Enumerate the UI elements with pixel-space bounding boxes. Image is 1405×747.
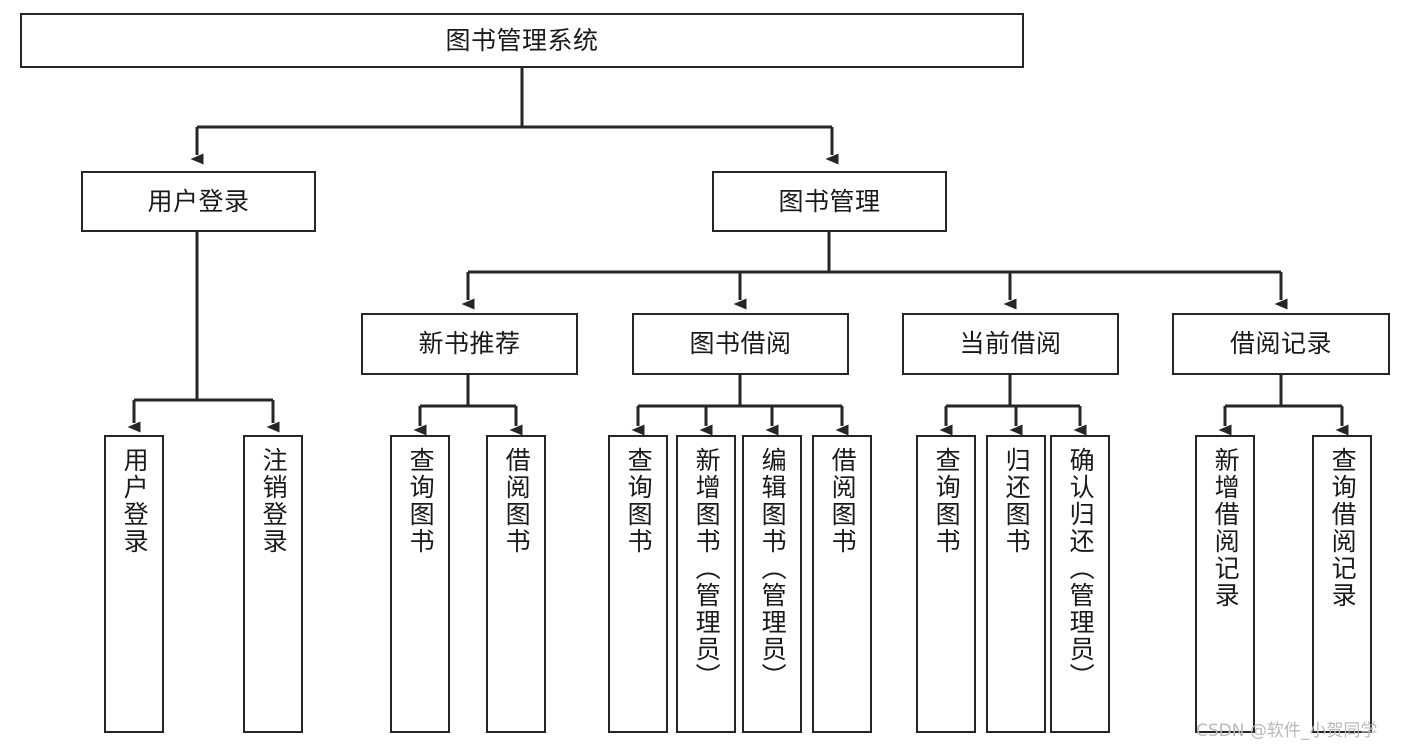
node-leaf-add-record-label: 新增借阅记录 xyxy=(1211,447,1241,609)
node-leaf-query-book-2[interactable]: 查询图书 xyxy=(608,435,668,733)
node-book-borrow[interactable]: 图书借阅 xyxy=(632,313,849,375)
node-leaf-edit-book-label: 编辑图书（管理员） xyxy=(758,447,788,690)
node-leaf-return-book-label: 归还图书 xyxy=(1002,447,1032,555)
node-leaf-edit-book[interactable]: 编辑图书（管理员） xyxy=(742,435,802,733)
node-user-login[interactable]: 用户登录 xyxy=(81,171,316,232)
node-leaf-borrow-book-1-label: 借阅图书 xyxy=(502,447,532,555)
node-new-book-recommend-label: 新书推荐 xyxy=(418,329,521,359)
node-leaf-borrow-book-1[interactable]: 借阅图书 xyxy=(486,435,546,733)
node-book-manage-label: 图书管理 xyxy=(778,186,881,216)
node-current-borrow-label: 当前借阅 xyxy=(959,329,1062,359)
node-borrow-record[interactable]: 借阅记录 xyxy=(1172,313,1390,375)
node-leaf-query-book-1-label: 查询图书 xyxy=(406,447,436,555)
node-leaf-add-record[interactable]: 新增借阅记录 xyxy=(1195,435,1255,733)
csdn-watermark: CSDN @软件_小贺同学 xyxy=(1196,721,1378,741)
node-leaf-query-book-3-label: 查询图书 xyxy=(932,447,962,555)
node-leaf-query-record[interactable]: 查询借阅记录 xyxy=(1312,435,1372,733)
node-leaf-query-record-label: 查询借阅记录 xyxy=(1328,447,1358,609)
node-root[interactable]: 图书管理系统 xyxy=(20,13,1024,68)
node-leaf-confirm-return[interactable]: 确认归还（管理员） xyxy=(1050,435,1110,733)
node-leaf-user-logout[interactable]: 注销登录 xyxy=(243,435,303,733)
node-leaf-borrow-book-2[interactable]: 借阅图书 xyxy=(812,435,872,733)
node-user-login-label: 用户登录 xyxy=(147,186,250,216)
node-leaf-user-login-label: 用户登录 xyxy=(120,447,150,555)
node-leaf-return-book[interactable]: 归还图书 xyxy=(986,435,1046,733)
node-leaf-user-login[interactable]: 用户登录 xyxy=(104,435,164,733)
node-leaf-query-book-3[interactable]: 查询图书 xyxy=(916,435,976,733)
node-leaf-add-book-label: 新增图书（管理员） xyxy=(692,447,722,690)
node-leaf-add-book[interactable]: 新增图书（管理员） xyxy=(676,435,736,733)
node-leaf-query-book-2-label: 查询图书 xyxy=(624,447,654,555)
node-book-borrow-label: 图书借阅 xyxy=(689,329,792,359)
node-new-book-recommend[interactable]: 新书推荐 xyxy=(361,313,578,375)
node-leaf-confirm-return-label: 确认归还（管理员） xyxy=(1066,447,1096,690)
node-leaf-query-book-1[interactable]: 查询图书 xyxy=(390,435,450,733)
node-root-label: 图书管理系统 xyxy=(445,25,599,55)
node-leaf-user-logout-label: 注销登录 xyxy=(259,447,289,555)
node-leaf-borrow-book-2-label: 借阅图书 xyxy=(828,447,858,555)
node-book-manage[interactable]: 图书管理 xyxy=(712,171,947,232)
node-current-borrow[interactable]: 当前借阅 xyxy=(902,313,1119,375)
node-borrow-record-label: 借阅记录 xyxy=(1229,329,1332,359)
